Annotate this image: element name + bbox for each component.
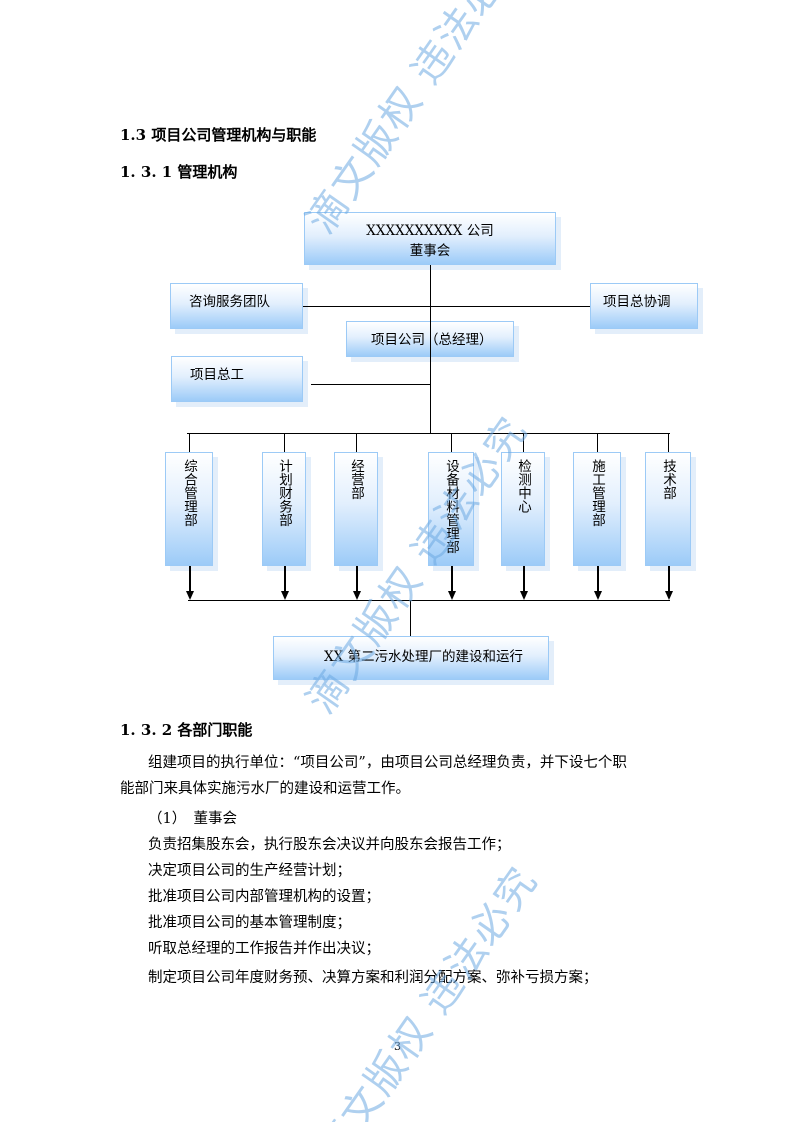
duty-line: 负责招集股东会，执行股东会决议并向股东会报告工作； (148, 837, 511, 853)
arrow-down-icon (448, 591, 456, 600)
page-number: 3 (394, 1040, 401, 1053)
connector-line (311, 384, 431, 385)
connector-line (188, 600, 670, 601)
connector-line (303, 306, 590, 307)
arrow-down-icon (281, 591, 289, 600)
connector-line (284, 433, 285, 452)
connector-line (410, 600, 411, 636)
arrow-line (451, 566, 453, 592)
target-box: XX 第二污水处理厂的建设和运行 (273, 636, 549, 680)
arrow-down-icon (353, 591, 361, 600)
department-box: 检测中心 (501, 452, 545, 566)
list-item-label: （1） 董事会 (148, 811, 237, 827)
department-box: 设备材料管理部 (428, 452, 474, 566)
department-box: 技术部 (645, 452, 691, 566)
arrow-down-icon (594, 591, 602, 600)
department-box: 施工管理部 (573, 452, 621, 566)
duty-line: 批准项目公司内部管理机构的设置； (148, 889, 380, 905)
arrow-down-icon (186, 591, 194, 600)
connector-line (451, 433, 452, 452)
department-box: 经营部 (334, 452, 378, 566)
section-heading: 1.3 项目公司管理机构与职能 (120, 126, 317, 144)
arrow-line (356, 566, 358, 592)
coordination-box: 项目总协调 (590, 283, 698, 329)
consulting-box: 咨询服务团队 (170, 283, 303, 329)
connector-line (668, 433, 669, 452)
connector-line (187, 433, 670, 434)
connector-line (189, 433, 190, 452)
board-box: XXXXXXXXXX 公司 董事会 (304, 212, 556, 265)
paragraph-line: 能部门来具体实施污水厂的建设和运营工作。 (120, 781, 410, 797)
duty-line: 决定项目公司的生产经营计划； (148, 863, 351, 879)
subsection-heading: 1. 3. 2 各部门职能 (120, 721, 253, 739)
arrow-down-icon (665, 591, 673, 600)
department-box: 综合管理部 (165, 452, 213, 566)
duty-line: 听取总经理的工作报告并作出决议； (148, 941, 380, 957)
arrow-line (189, 566, 191, 592)
department-box: 计划财务部 (262, 452, 306, 566)
connector-line (597, 433, 598, 452)
board-label: 董事会 (409, 243, 451, 259)
board-company-name: XXXXXXXXXX 公司 (366, 223, 494, 239)
arrow-line (523, 566, 525, 592)
duty-line: 制定项目公司年度财务预、决算方案和利润分配方案、弥补亏损方案； (148, 970, 598, 986)
paragraph-line: 组建项目的执行单位：“项目公司”，由项目公司总经理负责，并下设七个职 (148, 755, 627, 771)
arrow-line (284, 566, 286, 592)
arrow-line (668, 566, 670, 592)
connector-line (430, 265, 431, 433)
arrow-line (597, 566, 599, 592)
connector-line (523, 433, 524, 452)
connector-line (356, 433, 357, 452)
watermark: 滴文版权 违法必究 (298, 0, 538, 243)
duty-line: 批准项目公司的基本管理制度； (148, 915, 351, 931)
arrow-down-icon (520, 591, 528, 600)
chief-engineer-box: 项目总工 (171, 356, 303, 402)
subsection-heading: 1. 3. 1 管理机构 (120, 163, 238, 181)
